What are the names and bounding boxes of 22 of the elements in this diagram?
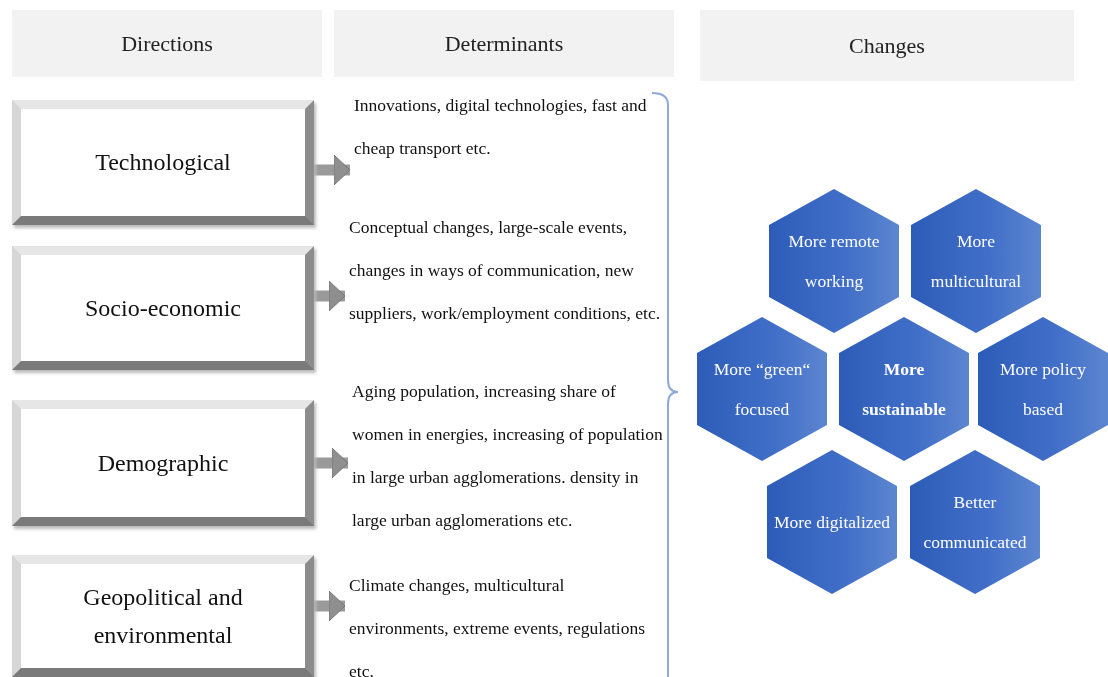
change-hexagon: Better communicated <box>910 450 1040 594</box>
block-arrow <box>314 154 351 186</box>
change-hexagon: More remote working <box>769 189 899 333</box>
column-header: Changes <box>700 10 1074 81</box>
direction-box: Technological <box>12 100 314 225</box>
determinants-text: Climate changes, multicultural environments, extreme events, regulations etc. <box>345 564 665 677</box>
determinants-text: Aging population, increasing share of women in energies, increasing of population in large urban agglomerations. density in large urban agglomerations etc. <box>348 370 668 566</box>
change-hexagon: More policy based <box>978 317 1108 461</box>
change-hexagon: More digitalized <box>767 450 897 594</box>
column-header: Determinants <box>334 10 674 77</box>
column-header: Directions <box>12 10 322 77</box>
direction-box: Demographic <box>12 400 314 526</box>
block-arrow <box>314 280 346 312</box>
change-hexagon: More sustainable <box>839 317 969 461</box>
direction-box: Geopolitical and environmental <box>12 555 314 677</box>
block-arrow <box>314 447 349 479</box>
direction-box: Socio-economic <box>12 246 314 370</box>
change-hexagon: More “green“ focused <box>697 317 827 461</box>
determinants-text: Conceptual changes, large-scale events, changes in ways of communication, new suppliers, work/employment conditions, etc. <box>345 206 665 366</box>
determinants-text: Innovations, digital technologies, fast and cheap transport etc. <box>350 84 660 202</box>
change-hexagon: More multicultural <box>911 189 1041 333</box>
block-arrow <box>314 590 346 622</box>
